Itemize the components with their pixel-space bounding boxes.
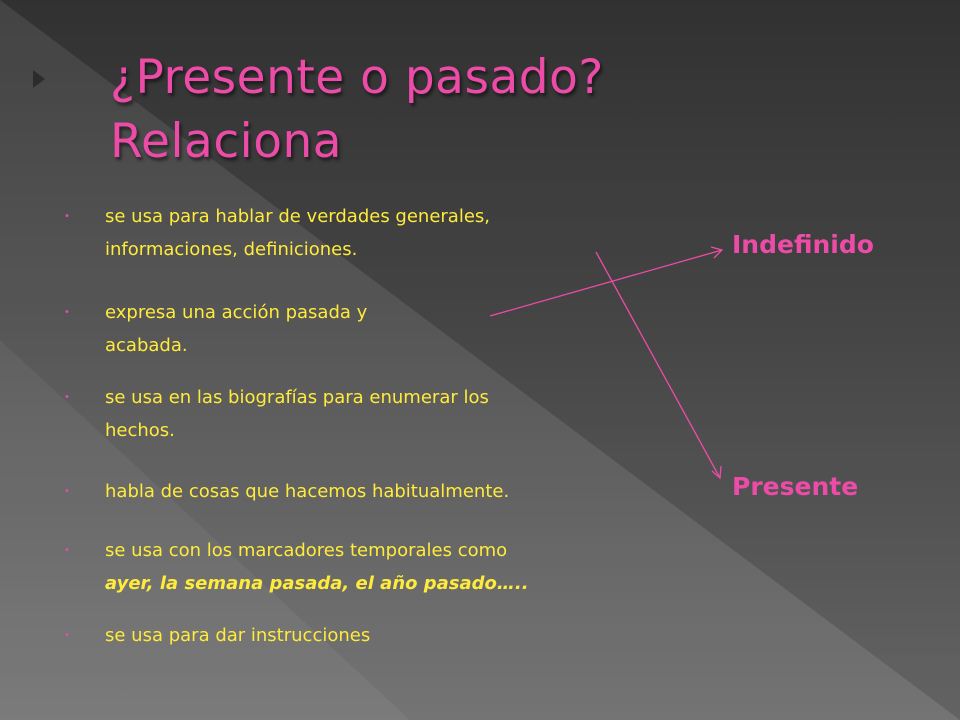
bullet-text: se usa con los marcadores temporales com… [105, 534, 529, 600]
bullet-line: informaciones, definiciones. [105, 239, 358, 260]
bullet-dot-icon: • [64, 630, 70, 641]
bullet-text: habla de cosas que hacemos habitualmente… [105, 475, 509, 508]
title-line-1: ¿Presente o pasado? [110, 50, 604, 105]
bullet-dot-icon: • [64, 486, 70, 497]
bullet-dot-icon: • [64, 545, 70, 556]
bullet-text: se usa en las biografías para enumerar l… [105, 381, 489, 447]
bullet-line-emphasis: ayer, la semana pasada, el año pasado….. [105, 573, 529, 594]
bullet-line: se usa en las biografías para enumerar l… [105, 387, 489, 408]
bullet-line: expresa una acción pasada y [105, 302, 368, 323]
bullet-line: hechos. [105, 420, 175, 441]
answer-indefinido: Indefinido [732, 230, 874, 259]
bullet-dot-icon: • [64, 211, 70, 222]
triangle-right-icon [33, 70, 45, 88]
bullet-line: se usa para hablar de verdades generales… [105, 206, 491, 227]
bullet-line: habla de cosas que hacemos habitualmente… [105, 481, 510, 502]
bullet-line: se usa para dar instrucciones [105, 625, 371, 646]
bullet-text: expresa una acción pasada y acabada. [105, 296, 367, 362]
bullet-line: acabada. [105, 335, 188, 356]
bullet-dot-icon: • [64, 307, 70, 318]
bullet-text: se usa para dar instrucciones [105, 619, 370, 652]
bullet-dot-icon: • [64, 392, 70, 403]
answer-presente: Presente [732, 472, 859, 501]
slide-title: ¿Presente o pasado? Relaciona [110, 46, 870, 174]
title-line-2: Relaciona [110, 114, 343, 169]
bullet-line: se usa con los marcadores temporales com… [105, 540, 508, 561]
bullet-text: se usa para hablar de verdades generales… [105, 200, 490, 266]
